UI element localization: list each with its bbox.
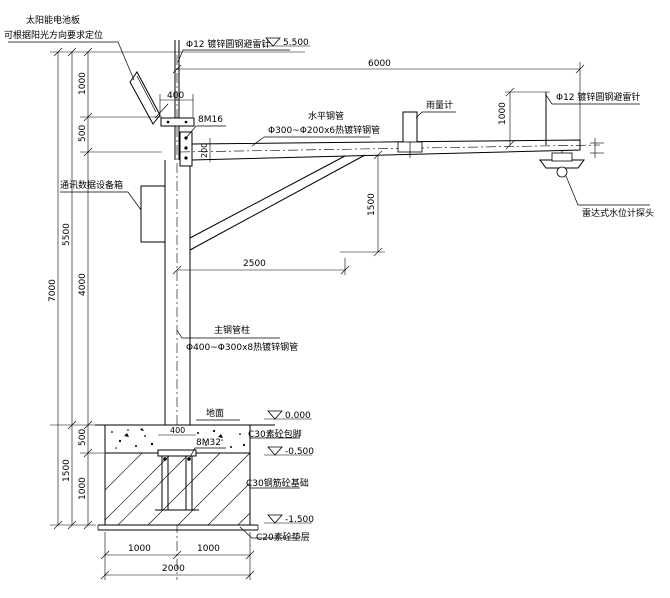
solar-panel-label-1: 太阳能电池板 xyxy=(26,14,80,26)
base-400-label: 400 xyxy=(170,426,185,435)
labels: 太阳能电池板 可根据阳光方向要求定位 Φ12 镀锌圆钢避雷针 5.500 600… xyxy=(4,14,654,574)
elevation-bottom-label: -1.500 xyxy=(285,515,314,525)
solar-panel-label-2: 可根据阳光方向要求定位 xyxy=(4,29,103,41)
v1500-strut-label: 1500 xyxy=(367,193,377,216)
v1000-top-label: 1000 xyxy=(78,72,88,95)
w2000-label: 2000 xyxy=(162,564,185,574)
elevation-mid-label: -0.500 xyxy=(285,447,314,457)
v4000-label: 4000 xyxy=(78,273,88,296)
elevation-ground-label: 0.000 xyxy=(285,411,311,421)
dimension-lines xyxy=(50,47,604,580)
main-pole-label-1: 主钢管柱 xyxy=(214,324,250,336)
concrete-cap-label: C30素砼包脚 xyxy=(248,428,302,440)
bolts-top-label: 8M16 xyxy=(198,115,223,125)
w1000-right-label: 1000 xyxy=(197,544,220,554)
concrete-base-label: C30钢筋砼基础 xyxy=(246,477,309,489)
horizontal-pipe-label-1: 水平钢管 xyxy=(308,110,344,122)
lightning-rod-right-label: Φ12 镀锌圆钢避雷针 xyxy=(556,91,640,103)
foundation-hatch xyxy=(104,452,251,526)
flange-200-label: 200 xyxy=(200,143,209,158)
leader-lines xyxy=(8,41,650,539)
strut-2500-label: 2500 xyxy=(243,259,266,269)
rain-gauge-label: 雨量计 xyxy=(426,99,453,111)
rain-gauge xyxy=(397,111,423,158)
solar-panel xyxy=(129,71,169,125)
horizontal-arm xyxy=(179,139,601,161)
radar-sensor xyxy=(539,150,585,178)
v5500-label: 5500 xyxy=(62,223,72,246)
diagonal-strut xyxy=(189,154,366,251)
comm-box-label: 通讯数据设备箱 xyxy=(60,179,123,191)
bracket-400-label: 400 xyxy=(167,91,184,101)
v1000-base-label: 1000 xyxy=(78,477,88,500)
main-pole-label-2: Φ400~Φ300x8热镀锌钢管 xyxy=(186,341,298,353)
rod-height-label: 1000 xyxy=(498,102,508,125)
v500-top-label: 500 xyxy=(78,125,88,142)
lightning-rod-top-label: Φ12 镀锌圆钢避雷针 xyxy=(186,38,270,50)
horizontal-pipe-label-2: Φ300~Φ200x6热镀锌钢管 xyxy=(268,124,380,136)
top-flange xyxy=(160,117,195,167)
bolts-base-label: 8M32 xyxy=(196,438,221,448)
v1500-base-label: 1500 xyxy=(62,459,72,482)
concrete-speckles xyxy=(111,428,246,449)
w1000-left-label: 1000 xyxy=(128,544,151,554)
elevation-markers xyxy=(176,37,312,524)
ground-label: 地面 xyxy=(206,407,224,419)
comm-box xyxy=(140,185,166,243)
cushion-label: C20素砼垫层 xyxy=(256,531,310,543)
v7000-label: 7000 xyxy=(48,279,58,302)
radar-sensor-label: 雷达式水位计探头 xyxy=(582,207,654,219)
v500-base-label: 500 xyxy=(78,429,88,446)
arm-length-label: 6000 xyxy=(368,59,391,69)
elevation-top-label: 5.500 xyxy=(283,38,309,48)
foundation xyxy=(95,424,275,531)
